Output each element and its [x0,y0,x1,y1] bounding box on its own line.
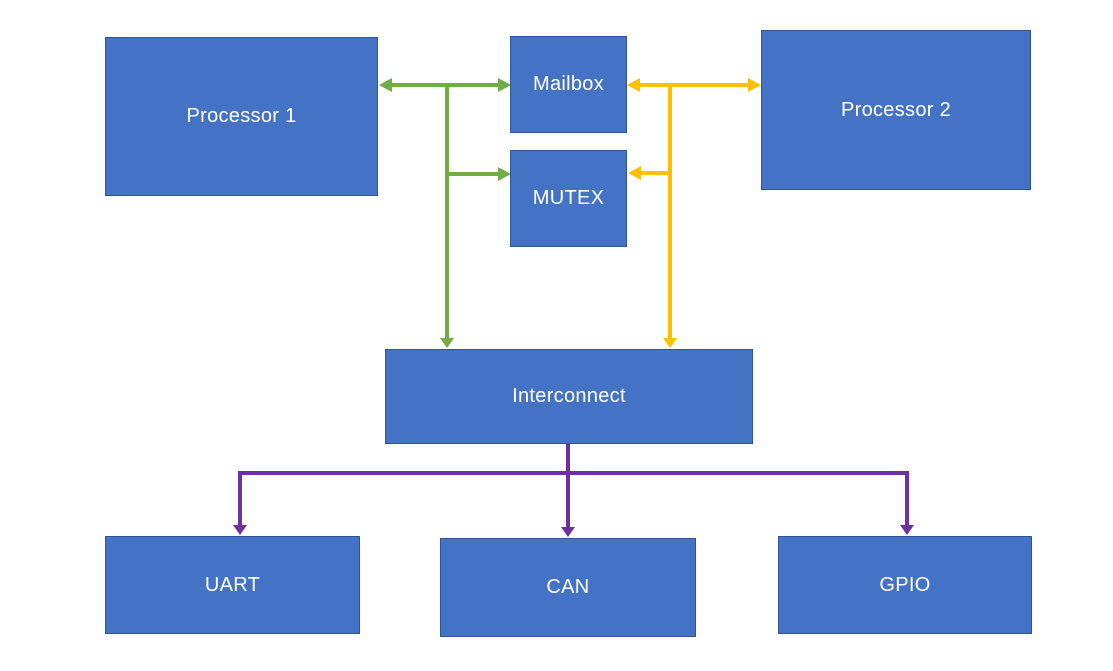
node-gpio: GPIO [778,536,1032,634]
yellow-arrowhead-into-mutex [628,166,641,180]
node-gpio-label: GPIO [879,573,931,596]
edge-processor1-mailbox-group [379,78,511,348]
node-processor1-label: Processor 1 [186,105,297,127]
node-mailbox-label: Mailbox [532,73,605,95]
node-interconnect: Interconnect [385,349,753,444]
node-mutex: MUTEX [510,150,627,247]
green-arrowhead-into-interconnect [440,338,454,348]
node-processor2: Processor 2 [761,30,1031,190]
node-can: CAN [440,538,696,637]
purple-arrowhead-into-uart [233,525,247,535]
yellow-arrowhead-into-mailbox [627,78,640,92]
node-uart-label: UART [204,573,261,596]
yellow-arrowhead-into-interconnect [663,338,677,348]
edge-processor2-mailbox-group [627,78,761,348]
node-can-label: CAN [546,576,590,598]
node-mailbox: Mailbox [510,36,627,133]
yellow-arrowhead-into-processor2 [748,78,761,92]
purple-arrowhead-into-gpio [900,525,914,535]
green-arrowhead-into-processor1 [379,78,392,92]
purple-arrowhead-into-can [561,527,575,537]
node-processor2-label: Processor 2 [840,98,951,121]
node-uart: UART [105,536,360,634]
node-interconnect-label: Interconnect [512,385,626,407]
node-processor1: Processor 1 [105,37,378,196]
edge-interconnect-peripherals-group [233,444,914,537]
node-mutex-label: MUTEX [532,187,605,209]
